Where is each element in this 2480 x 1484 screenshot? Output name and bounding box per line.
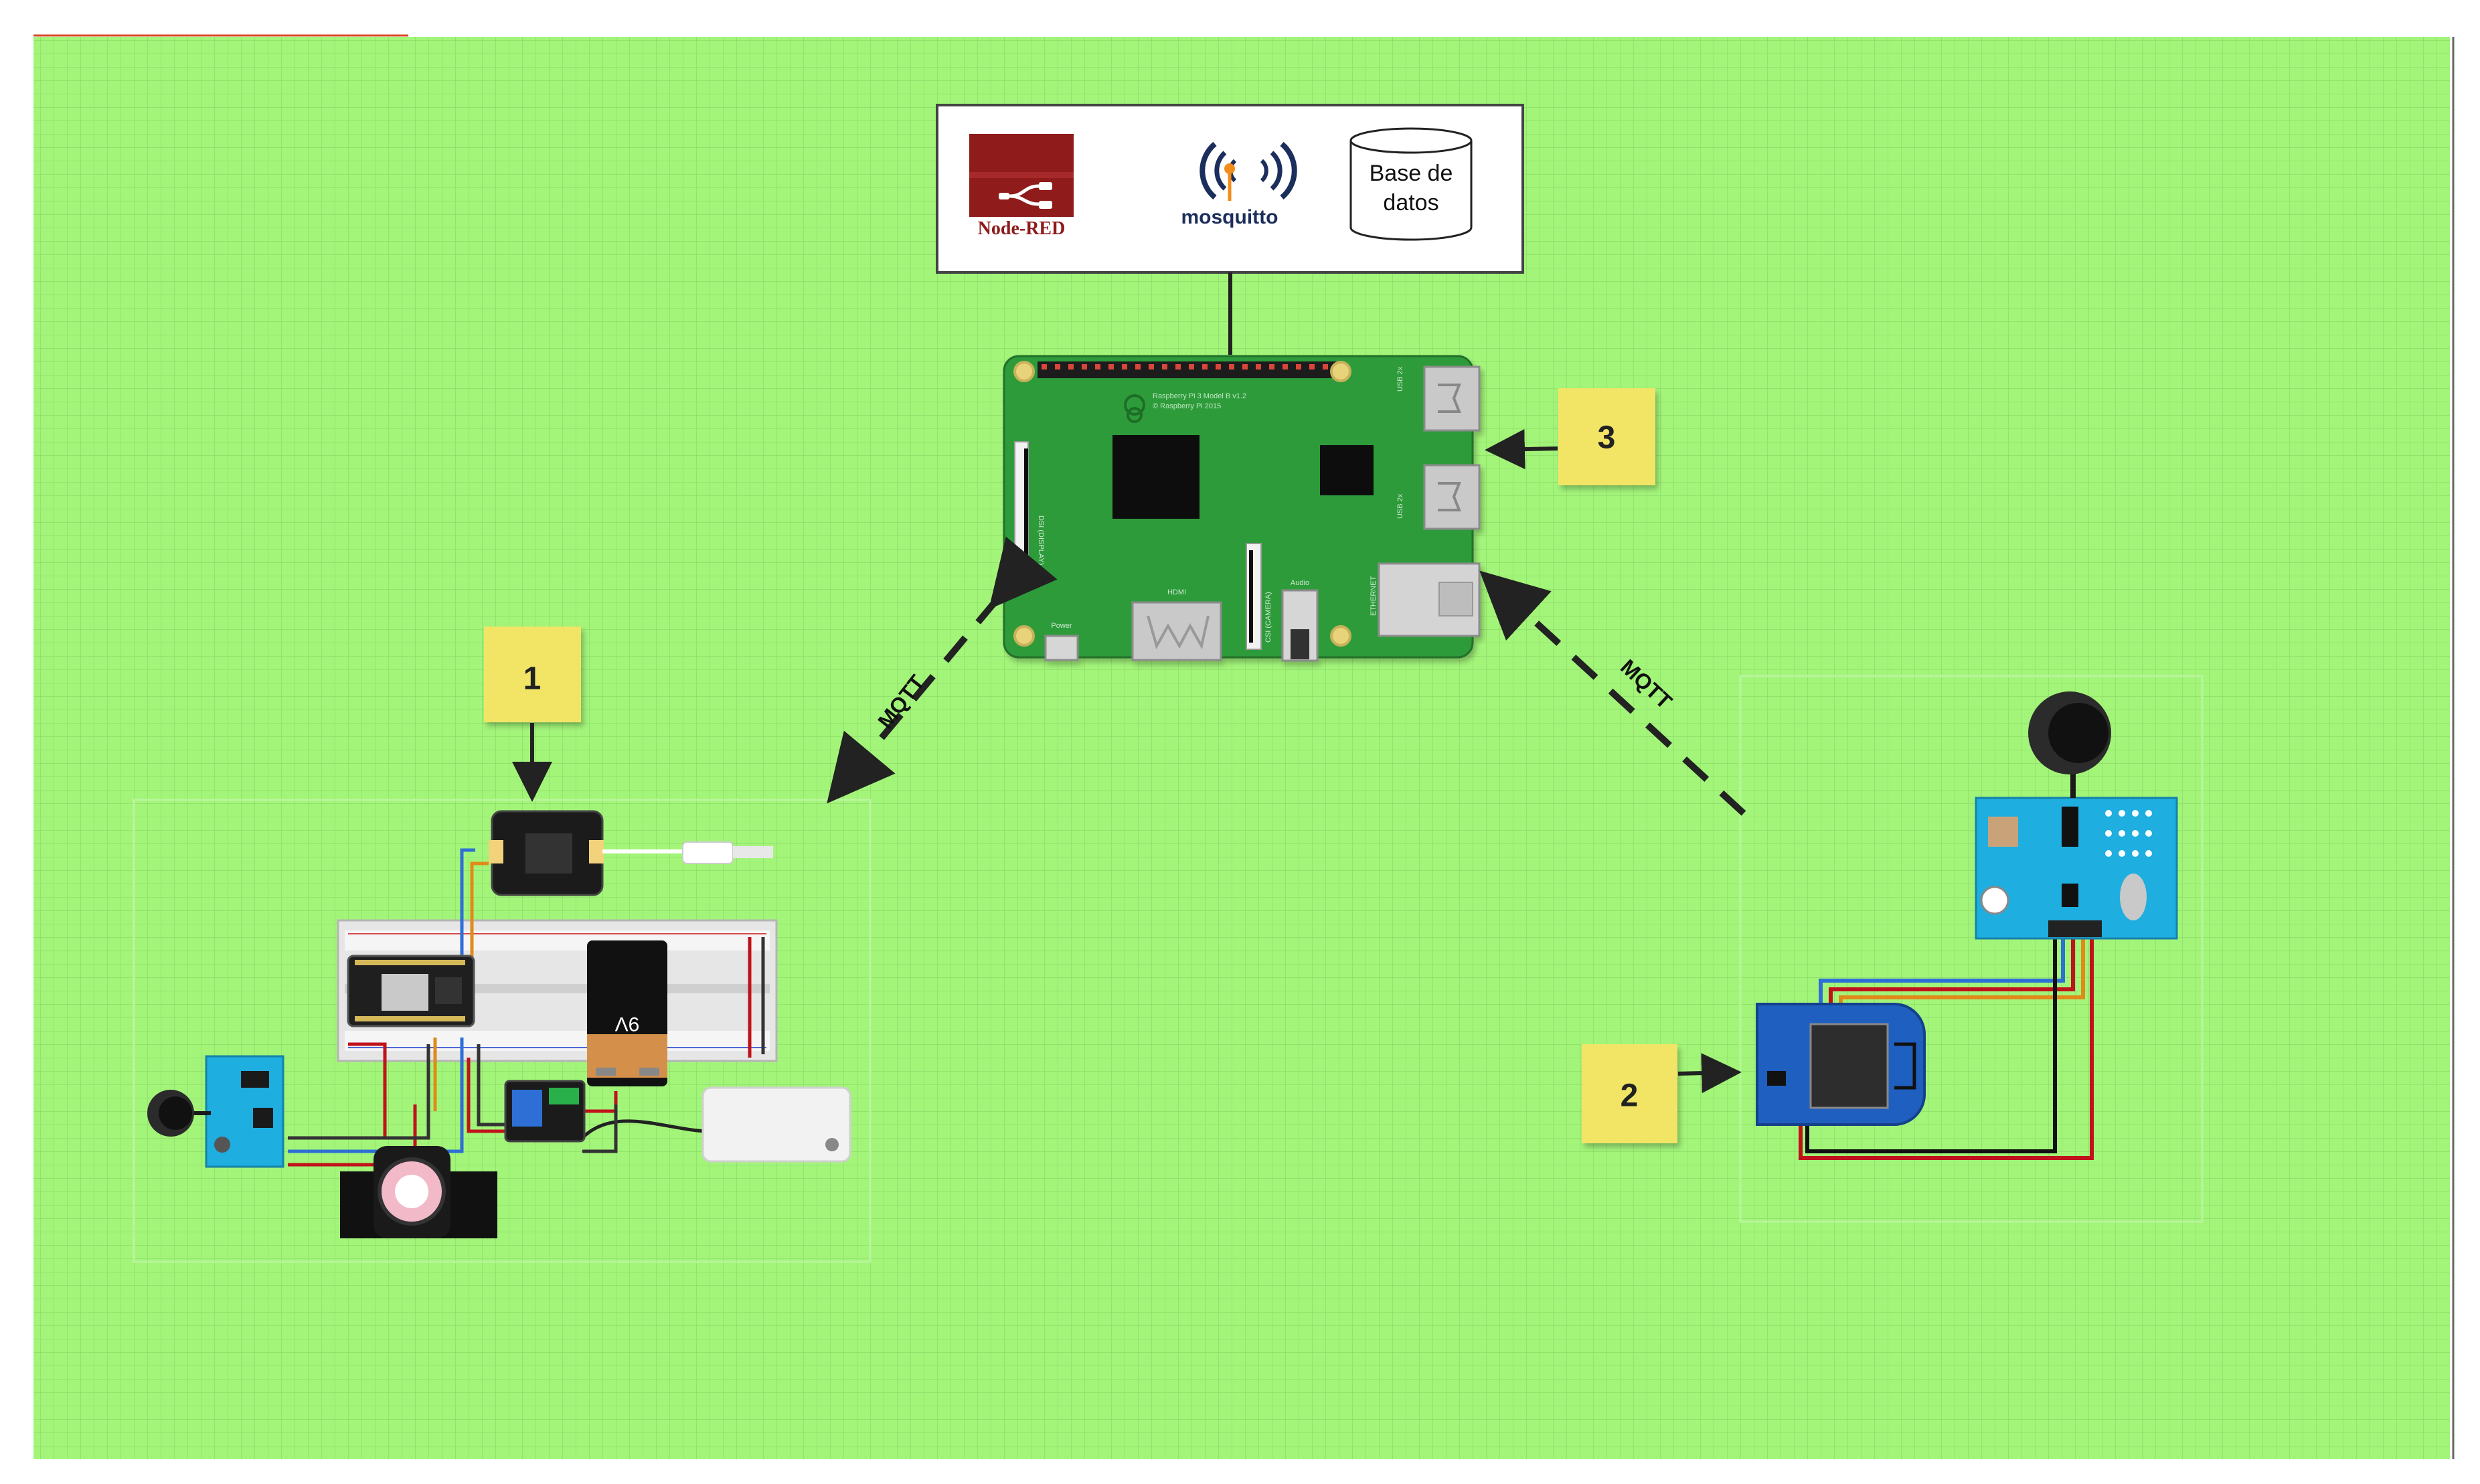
pi-camera-label: CSI (CAMERA) — [1264, 592, 1272, 643]
note-3[interactable]: 3 — [1558, 388, 1655, 485]
battery-9v: 9V — [587, 940, 667, 1086]
services-box[interactable]: Node-RED mosquitto Base de datos — [936, 104, 1524, 274]
nodered-logo: Node-RED — [969, 134, 1074, 239]
note-3-number: 3 — [1598, 420, 1616, 456]
mosquitto-label: mosquitto — [1181, 206, 1278, 228]
raspberry-pi-board[interactable]: Raspberry Pi 3 Model B v1.2 © Raspberry … — [1003, 355, 1481, 662]
pi-display-label: DSI (DISPLAY) — [1037, 515, 1045, 565]
pi-model-text: Raspberry Pi 3 Model B v1.2 — [1153, 392, 1246, 400]
wemos-board — [1756, 1003, 1926, 1126]
note-3-arrow — [1485, 429, 1558, 470]
database-label-line2: datos — [1383, 190, 1438, 216]
pi-power-label: Power — [1051, 622, 1072, 630]
flow-sensor — [340, 1146, 497, 1238]
audio-jack — [1281, 589, 1319, 662]
pi-hdmi-label: HDMI — [1167, 588, 1186, 596]
power-port — [1044, 635, 1079, 661]
usb-port-2 — [1423, 464, 1481, 530]
circuit-2-frame — [1739, 675, 2204, 1223]
display-module — [489, 810, 773, 896]
circuit-1-frame — [133, 799, 872, 1263]
pi-usb-label-2: USB 2x — [1396, 493, 1404, 519]
database-label-line1: Base de — [1370, 161, 1453, 186]
soc-chip — [1112, 435, 1200, 519]
mqtt-link-left — [827, 536, 1058, 804]
probe-left — [147, 1090, 211, 1137]
circuit-1: 9V — [147, 810, 851, 1238]
ethernet-port — [1378, 562, 1481, 637]
pi-copyright-text: © Raspberry Pi 2015 — [1153, 402, 1221, 410]
breadboard — [337, 919, 778, 1062]
svg-text:9V: 9V — [615, 1013, 640, 1035]
usb-controller-chip — [1320, 445, 1374, 495]
pi-usb-label-1: USB 2x — [1396, 366, 1404, 392]
pi-audio-label: Audio — [1291, 579, 1309, 587]
note-1-number: 1 — [523, 661, 542, 697]
valve-module — [701, 1086, 851, 1163]
note-2-arrow — [1677, 1053, 1742, 1094]
mosquitto-logo: mosquitto — [1181, 141, 1297, 228]
mqtt-link-right — [1479, 570, 1746, 816]
note-2-number: 2 — [1621, 1078, 1639, 1114]
ultrasonic-sensor-right — [1975, 797, 2178, 940]
ultrasonic-sensor-left — [205, 1055, 284, 1168]
circuit-2 — [1756, 691, 2178, 1160]
note-2[interactable]: 2 — [1582, 1044, 1677, 1143]
database-icon: Base de datos — [1349, 127, 1473, 241]
pi-ethernet-label: ETHERNET — [1370, 576, 1378, 616]
relay-module — [504, 1080, 586, 1143]
hdmi-port — [1131, 601, 1222, 661]
usb-port-1 — [1423, 365, 1481, 432]
probe-right — [2028, 691, 2111, 798]
nodemcu-board — [347, 955, 475, 1027]
nodered-label: Node-RED — [978, 218, 1066, 239]
raspberry-logo-icon — [1124, 394, 1145, 423]
gpio-header — [1038, 361, 1339, 378]
note-1[interactable]: 1 — [484, 627, 581, 722]
